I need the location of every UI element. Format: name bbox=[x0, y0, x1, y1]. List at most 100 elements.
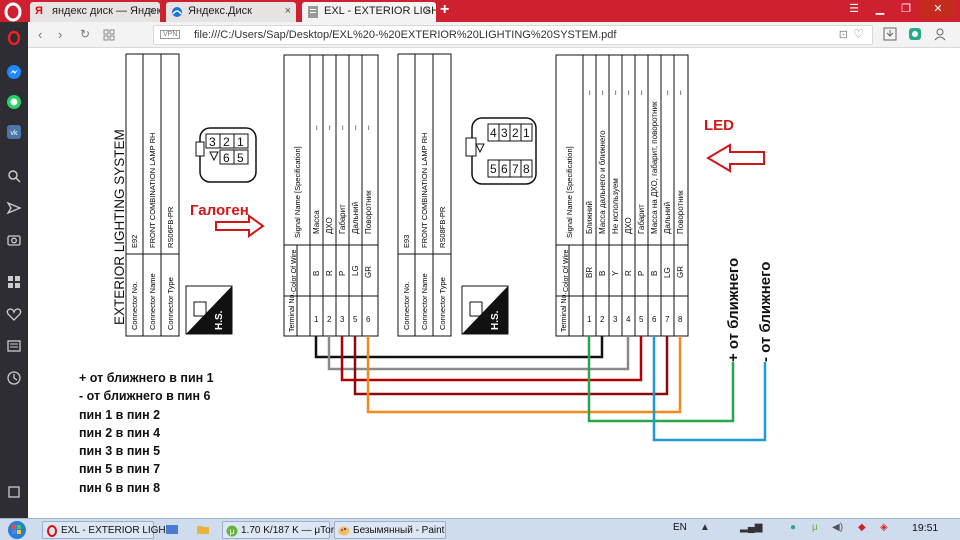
svg-text:P: P bbox=[637, 271, 646, 276]
messenger-icon[interactable] bbox=[6, 64, 22, 80]
window-controls: ☰ ▁ ❐ ✕ bbox=[842, 0, 956, 20]
history-icon[interactable] bbox=[6, 370, 22, 386]
search-icon[interactable] bbox=[6, 168, 22, 184]
news-icon[interactable] bbox=[6, 338, 22, 354]
file-manager-icon[interactable] bbox=[165, 522, 179, 536]
left-signal: Масса bbox=[312, 210, 321, 234]
heart-icon[interactable] bbox=[6, 306, 22, 322]
utorrent-tray-icon[interactable]: μ bbox=[812, 522, 818, 533]
url-text[interactable]: file:///C:/Users/Sap/Desktop/EXL%20-%20E… bbox=[194, 29, 617, 41]
svg-text:–: – bbox=[624, 90, 633, 95]
svg-text:R: R bbox=[624, 270, 633, 276]
taskbar-item-paint[interactable]: Безымянный - Paint bbox=[334, 521, 446, 539]
close-icon[interactable]: × bbox=[148, 5, 155, 17]
note-line: - от ближнего в пин 6 bbox=[79, 389, 211, 404]
svg-text:6: 6 bbox=[652, 315, 657, 324]
clock[interactable]: 19:51 bbox=[912, 522, 939, 534]
volume-icon[interactable]: ◀) bbox=[832, 522, 844, 533]
wire-darkred bbox=[353, 336, 669, 396]
svg-text:GR: GR bbox=[676, 266, 685, 278]
left-signal: Габарит bbox=[338, 204, 347, 234]
arrow-left-icon bbox=[706, 143, 765, 173]
minimize-button[interactable]: ▁ bbox=[875, 3, 885, 15]
svg-text:vk: vk bbox=[11, 130, 19, 137]
vk-icon[interactable]: vk bbox=[6, 124, 22, 140]
utorrent-icon: μ bbox=[226, 525, 238, 537]
pin-table-right: Terminal No. Color Of Wire Signal Name [… bbox=[555, 54, 689, 337]
svg-text:H.S.: H.S. bbox=[490, 310, 501, 330]
account-icon[interactable] bbox=[933, 27, 947, 41]
whatsapp-icon[interactable] bbox=[6, 94, 22, 110]
tray-app-icon[interactable]: ● bbox=[790, 522, 797, 533]
title-block-right: Connector No. E93 Connector Name FRONT C… bbox=[397, 53, 452, 337]
svg-text:7: 7 bbox=[665, 315, 670, 324]
svg-text:3: 3 bbox=[209, 135, 216, 149]
svg-text:Ближний: Ближний bbox=[585, 201, 594, 234]
svg-text:–: – bbox=[338, 125, 347, 130]
svg-text:Color Of Wire: Color Of Wire bbox=[291, 250, 298, 293]
instructions-list: + от ближнего в пин 1 - от ближнего в пи… bbox=[79, 369, 214, 497]
download-icon[interactable] bbox=[883, 27, 897, 41]
new-tab-button[interactable]: + bbox=[440, 1, 450, 18]
svg-text:RS08FB-PR: RS08FB-PR bbox=[438, 206, 447, 248]
tab-pdf-document[interactable]: EXL - EXTERIOR LIGHTING × bbox=[302, 2, 436, 22]
antivirus-icon[interactable]: ◆ bbox=[858, 522, 866, 533]
send-icon[interactable] bbox=[6, 200, 22, 216]
hs-label: H.S. bbox=[214, 310, 225, 330]
opera-icon[interactable] bbox=[6, 30, 22, 46]
note-line: пин 6 в пин 8 bbox=[79, 480, 161, 495]
svg-text:B: B bbox=[650, 271, 659, 276]
vpn-badge[interactable]: VPN bbox=[160, 30, 181, 39]
back-icon[interactable]: ‹ bbox=[38, 27, 43, 42]
minus-low-beam-label: - от ближнего bbox=[757, 262, 774, 362]
forward-icon[interactable]: › bbox=[58, 27, 63, 42]
left-pin: 5 bbox=[353, 315, 358, 324]
network-icon[interactable]: ▂▄▆ bbox=[740, 522, 763, 533]
svg-text:–: – bbox=[598, 90, 607, 95]
svg-text:7: 7 bbox=[512, 162, 519, 176]
maximize-button[interactable]: ❐ bbox=[901, 3, 911, 15]
camera-icon[interactable] bbox=[6, 232, 22, 248]
folder-icon[interactable] bbox=[196, 522, 210, 536]
close-icon[interactable]: × bbox=[284, 5, 291, 17]
svg-text:Terminal No.: Terminal No. bbox=[561, 293, 568, 332]
left-pin: 1 bbox=[314, 315, 319, 324]
wire-orange bbox=[366, 336, 682, 414]
yandex-disk-icon bbox=[172, 7, 182, 17]
url-field[interactable]: VPN file:///C:/Users/Sap/Desktop/EXL%20-… bbox=[153, 25, 873, 45]
paint-icon bbox=[338, 526, 350, 536]
svg-text:–: – bbox=[676, 90, 685, 95]
bookmark-heart-icon[interactable]: ♡ bbox=[853, 27, 864, 41]
speed-dial-icon[interactable] bbox=[6, 274, 22, 290]
connector-face-right: 4 3 2 1 5 6 7 8 bbox=[465, 117, 537, 185]
svg-text:1: 1 bbox=[237, 135, 244, 149]
svg-text:Дальний: Дальний bbox=[663, 202, 672, 234]
opera-logo-icon[interactable] bbox=[2, 1, 24, 23]
svg-text:Y: Y bbox=[611, 270, 620, 276]
taskbar-item-utorrent[interactable]: μ 1.70 K/187 K — μTorr... bbox=[222, 521, 345, 539]
svg-text:6: 6 bbox=[223, 151, 230, 165]
camera-snapshot-icon[interactable]: ⊡ bbox=[838, 29, 848, 41]
windows-taskbar: EXL - EXTERIOR LIGH... μ 1.70 K/187 K — … bbox=[0, 518, 960, 540]
wiring-diagram: EXTERIOR LIGHTING SYSTEM Connector No. E… bbox=[112, 53, 774, 442]
svg-text:3: 3 bbox=[501, 126, 508, 140]
tray-chevron-icon[interactable]: ▲ bbox=[700, 522, 710, 533]
start-button[interactable] bbox=[6, 520, 28, 540]
close-window-button[interactable]: ✕ bbox=[920, 0, 956, 18]
tab-yandex-search[interactable]: Я яндекс диск — Яндекс: на × bbox=[30, 2, 160, 22]
extension-icon[interactable] bbox=[908, 27, 922, 41]
tab-yandex-disk[interactable]: Яндекс.Диск × bbox=[166, 2, 296, 22]
svg-text:3: 3 bbox=[613, 315, 618, 324]
pdf-viewer[interactable]: EXTERIOR LIGHTING SYSTEM Connector No. E… bbox=[28, 48, 960, 518]
taskbar-item-opera[interactable]: EXL - EXTERIOR LIGH... bbox=[42, 521, 174, 539]
menu-icon[interactable]: ☰ bbox=[849, 3, 859, 15]
more-icon[interactable] bbox=[6, 484, 22, 500]
tabs-grid-icon[interactable] bbox=[103, 29, 115, 41]
svg-text:–: – bbox=[312, 125, 321, 130]
language-indicator[interactable]: EN bbox=[673, 522, 687, 533]
reload-icon[interactable]: ↻ bbox=[80, 27, 91, 41]
svg-text:6: 6 bbox=[501, 162, 508, 176]
security-icon[interactable]: ◈ bbox=[880, 522, 888, 533]
close-icon[interactable]: × bbox=[424, 5, 431, 17]
plus-low-beam-label: + от ближнего bbox=[725, 258, 742, 362]
